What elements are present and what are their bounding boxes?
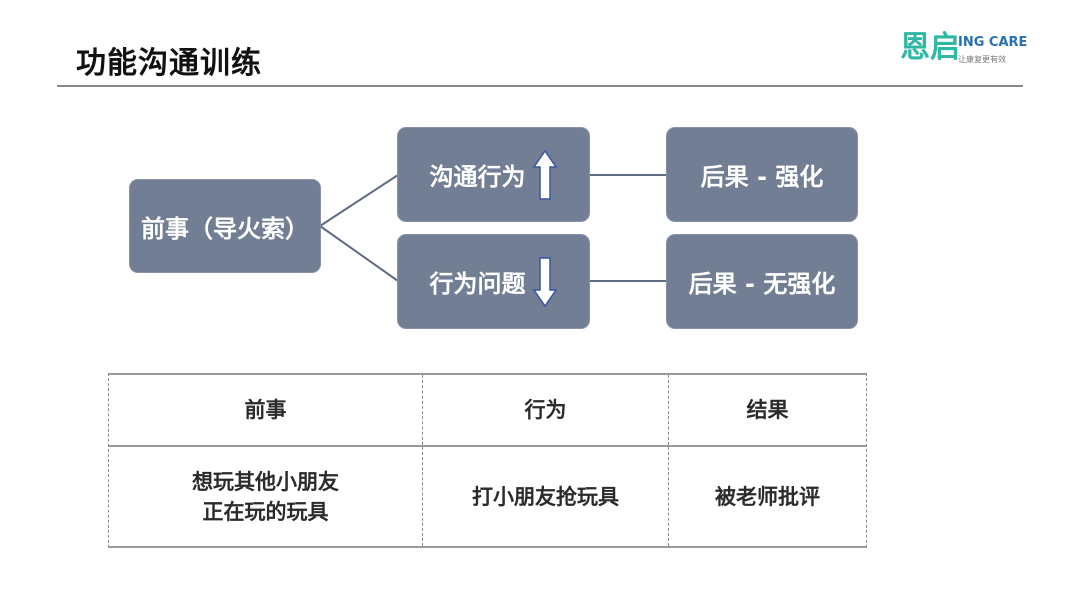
problem-behavior-label: 行为问题: [429, 270, 526, 298]
table-row: 想玩其他小朋友 正在玩的玩具 打小朋友抢玩具 被老师批评: [109, 447, 866, 546]
connector-antecedent-to-behavior: [319, 174, 399, 227]
up-arrow-icon: [532, 149, 557, 200]
table-header-antecedent: 前事: [109, 375, 423, 445]
page-title: 功能沟通训练: [76, 46, 262, 81]
consequence-no-reinforce-label: 后果 - 无强化: [688, 270, 836, 298]
logo-tagline: 让康复更有效: [958, 55, 1006, 64]
communication-behavior-box: 沟通行为: [398, 128, 589, 221]
connector-antecedent-to-problem: [319, 225, 399, 282]
table-cell-antecedent: 想玩其他小朋友 正在玩的玩具: [109, 447, 423, 546]
antecedent-label: 前事（导火索）: [141, 214, 309, 243]
logo-mark: 恩启: [900, 30, 960, 65]
consequence-reinforce-label: 后果 - 强化: [700, 163, 824, 191]
table-header-row: 前事 行为 结果: [109, 375, 866, 447]
down-arrow-icon: [532, 256, 557, 307]
logo-name: ING CARE: [958, 35, 1028, 50]
communication-behavior-label: 沟通行为: [429, 163, 526, 191]
table-cell-behavior: 打小朋友抢玩具: [423, 447, 669, 546]
table-cell-result: 被老师批评: [715, 484, 820, 509]
problem-behavior-box: 行为问题: [398, 235, 589, 328]
title-divider: [57, 85, 1023, 87]
table-header-result: 结果: [746, 398, 789, 422]
table-header-behavior: 行为: [423, 375, 669, 445]
brand-logo: 恩启 ING CARE 让康复更有效: [900, 30, 1030, 66]
consequence-no-reinforce-box: 后果 - 无强化: [667, 235, 857, 328]
consequence-reinforce-box: 后果 - 强化: [667, 128, 857, 221]
abc-table: 前事 行为 结果 想玩其他小朋友 正在玩的玩具 打小朋友抢玩具 被老师批评: [108, 373, 867, 548]
antecedent-box: 前事（导火索）: [130, 180, 320, 272]
